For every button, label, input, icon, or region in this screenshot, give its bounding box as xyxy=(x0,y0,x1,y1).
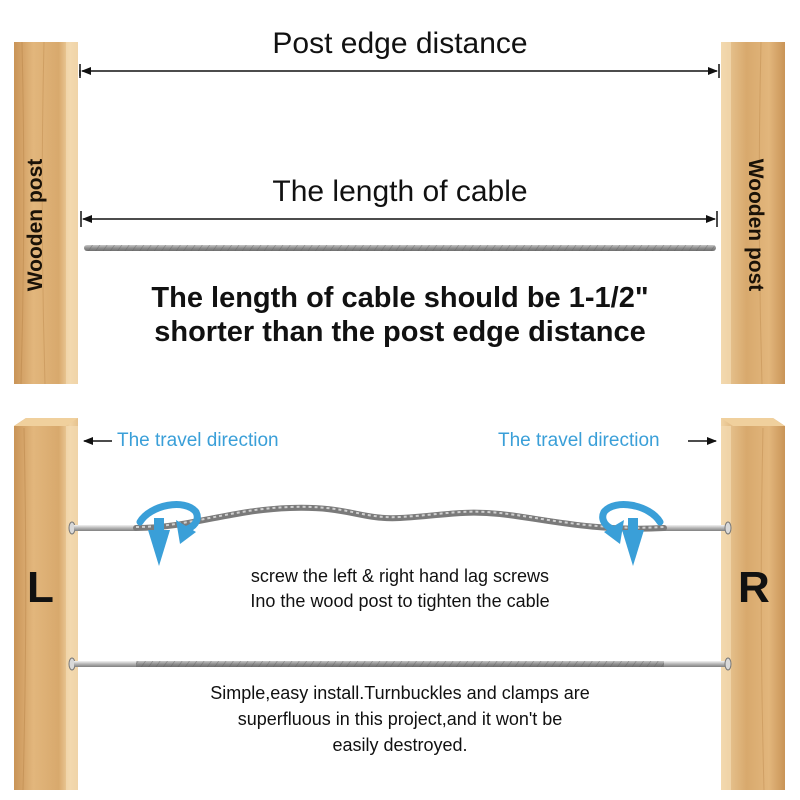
instruction-line-1: screw the left & right hand lag screws xyxy=(250,566,550,586)
right-hand-label: R xyxy=(738,563,770,612)
note-line-1: The length of cable should be 1-1/2" xyxy=(151,282,649,314)
post-edge-distance-title: Post edge distance xyxy=(272,27,528,60)
note-line-2: shorter than the post edge distance xyxy=(154,316,646,348)
wooden-post-top-right xyxy=(721,42,785,384)
travel-direction-right: The travel direction xyxy=(498,430,660,451)
rotate-arrow-right-icon xyxy=(599,501,664,566)
left-hand-label: L xyxy=(27,563,54,612)
benefit-line-3: easily destroyed. xyxy=(332,735,468,755)
cable-top xyxy=(84,245,716,251)
wooden-post-bottom-left xyxy=(14,418,78,790)
travel-direction-left: The travel direction xyxy=(117,430,279,451)
cable-length-dimension-line xyxy=(80,211,718,227)
rotate-arrow-left-icon xyxy=(136,501,201,566)
lag-screw-upper-right xyxy=(664,521,732,535)
wooden-post-bottom-right xyxy=(721,418,785,790)
cable-lower-taut xyxy=(136,661,664,667)
lag-screw-lower-right xyxy=(664,657,732,671)
lag-screw-upper-left xyxy=(68,521,136,535)
benefit-line-1: Simple,easy install.Turnbuckles and clam… xyxy=(210,683,590,703)
lag-screw-lower-left xyxy=(68,657,136,671)
cable-length-title: The length of cable xyxy=(272,175,528,208)
cable-upper-slack xyxy=(133,504,667,532)
wooden-post-top-left xyxy=(14,42,78,384)
post-edge-dimension-line xyxy=(79,64,720,78)
instruction-line-2: Ino the wood post to tighten the cable xyxy=(250,591,550,611)
benefit-line-2: superfluous in this project,and it won't… xyxy=(237,709,563,729)
